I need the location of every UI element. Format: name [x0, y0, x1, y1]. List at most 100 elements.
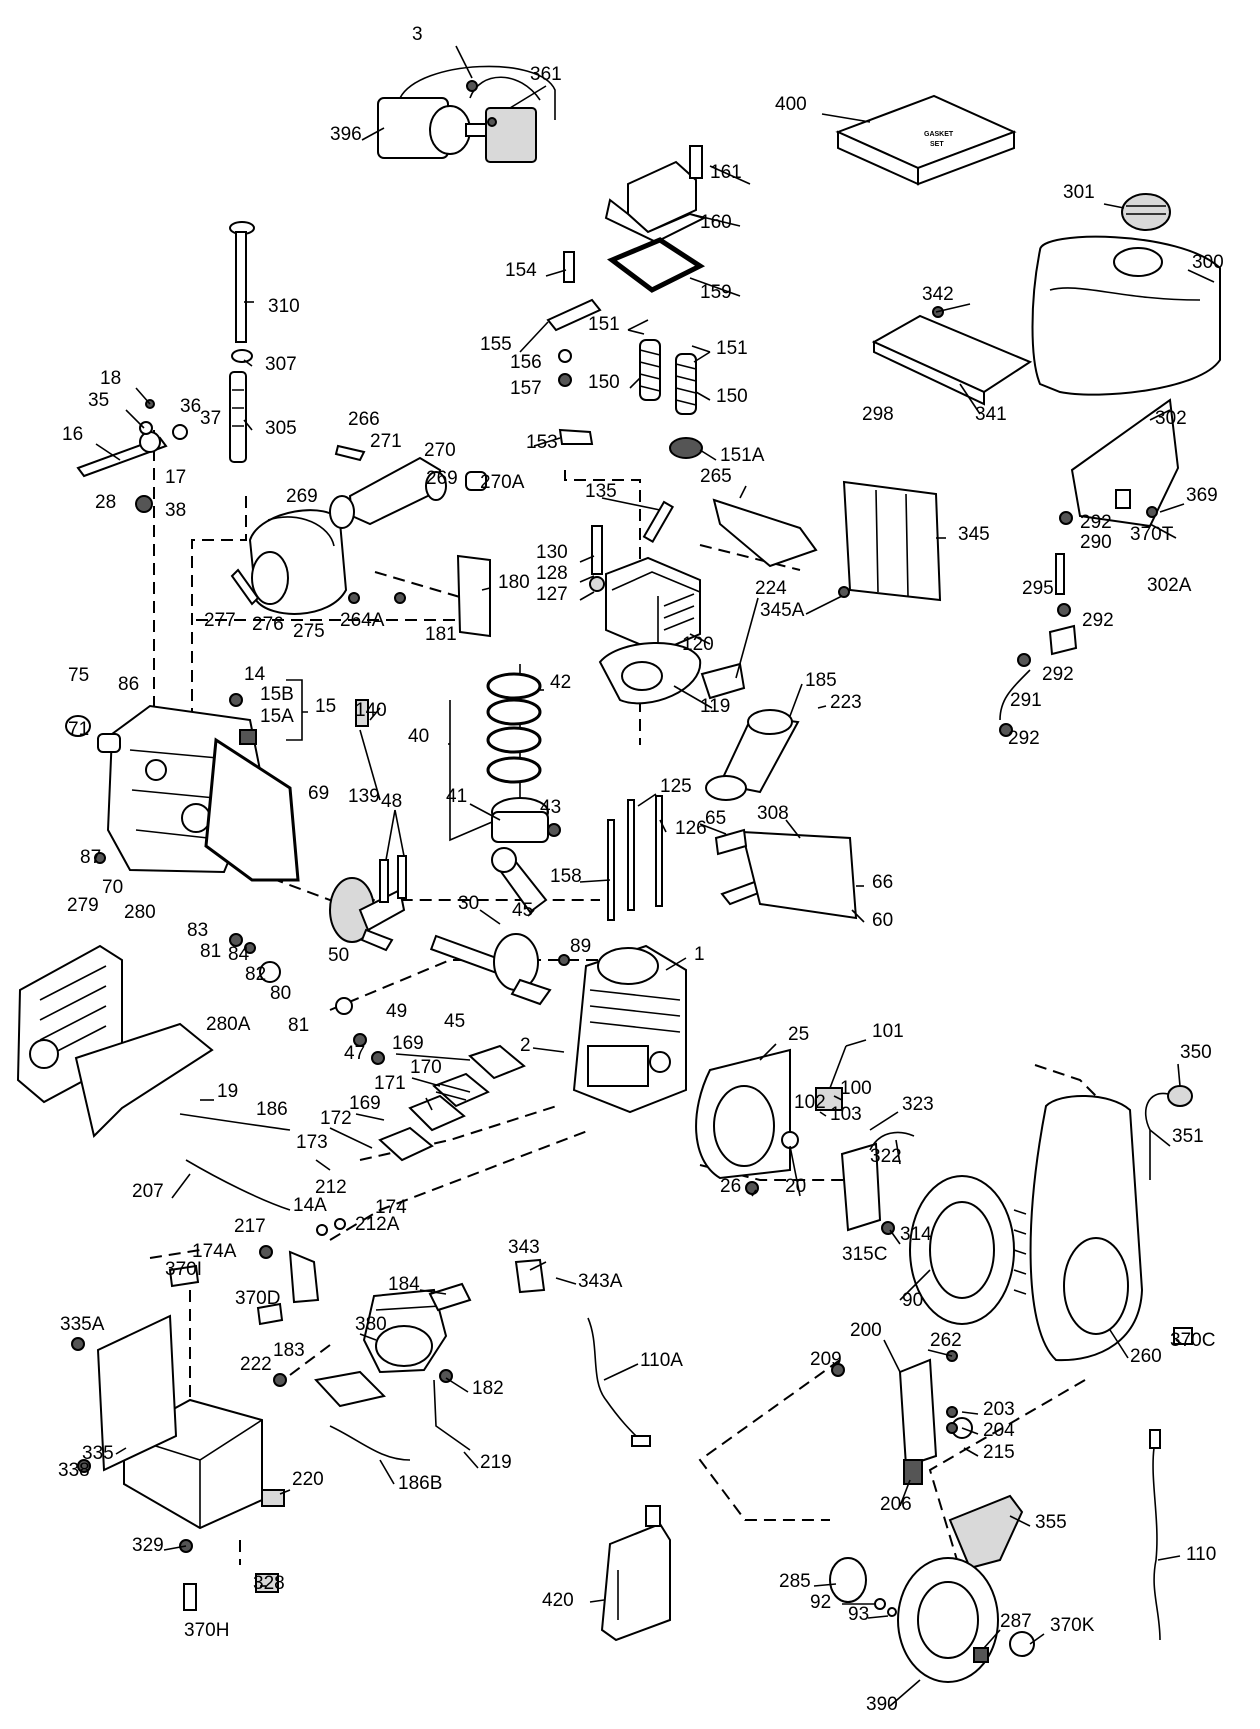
callout-71: 71	[68, 719, 89, 740]
ignition-wire-drawing	[1144, 1085, 1193, 1180]
callout-89: 89	[570, 936, 591, 957]
electric-starter-drawing	[377, 65, 556, 163]
connecting-rod-drawing	[491, 847, 548, 914]
head-gasket-drawing	[598, 642, 702, 705]
callout-204: 204	[983, 1420, 1015, 1441]
callout-186: 186	[256, 1099, 288, 1120]
callout-30: 30	[458, 893, 479, 914]
control-bracket-drawing	[898, 1358, 973, 1485]
callout-125: 125	[660, 776, 692, 797]
callout-390: 390	[866, 1694, 898, 1715]
callout-215: 215	[983, 1442, 1015, 1463]
callout-285: 285	[779, 1571, 811, 1592]
callout-209: 209	[810, 1349, 842, 1370]
callout-156: 156	[510, 352, 542, 373]
blower-baffle-drawing	[16, 944, 214, 1138]
callout-262: 262	[930, 1330, 962, 1351]
piston-drawing	[449, 664, 549, 843]
leader-lines	[95, 45, 1215, 1707]
callout-155: 155	[480, 334, 512, 355]
callout-350: 350	[1180, 1042, 1212, 1063]
callout-266: 266	[348, 409, 380, 430]
callout-338: 338	[58, 1460, 90, 1481]
reed-valve-drawing	[378, 1044, 526, 1162]
callout-81: 81	[288, 1015, 309, 1036]
fuel-tank-drawing	[1031, 193, 1221, 396]
callout-277: 277	[204, 610, 236, 631]
callout-270: 270	[424, 440, 456, 461]
callout-157: 157	[510, 378, 542, 399]
callout-40: 40	[408, 726, 429, 747]
kill-wire-drawing	[1149, 1429, 1161, 1641]
gasket-box-text-1: GASKET	[924, 131, 954, 138]
callout-151: 151	[716, 338, 748, 359]
governor-lever-drawing	[76, 399, 188, 513]
callout-265: 265	[700, 466, 732, 487]
callout-14a: 14A	[293, 1195, 327, 1216]
intake-tube-drawing	[700, 662, 800, 801]
callout-174a: 174A	[192, 1241, 237, 1262]
callout-87: 87	[80, 847, 101, 868]
callout-103: 103	[830, 1104, 862, 1125]
callout-184: 184	[388, 1274, 420, 1295]
callout-315c: 315C	[842, 1244, 887, 1265]
ground-wire-drawing	[514, 1258, 651, 1447]
callout-3: 3	[412, 24, 423, 45]
callout-66: 66	[872, 872, 893, 893]
callout-280a: 280A	[206, 1014, 251, 1035]
callout-186b: 186B	[398, 1473, 442, 1494]
callout-292: 292	[1008, 728, 1040, 749]
callout-219: 219	[480, 1452, 512, 1473]
callout-342: 342	[922, 284, 954, 305]
callout-370t: 370T	[1130, 524, 1174, 545]
exhaust-elbow-drawing	[329, 444, 487, 529]
callout-314: 314	[900, 1224, 932, 1245]
callout-49: 49	[386, 1001, 407, 1022]
callout-69: 69	[308, 783, 329, 804]
callout-45: 45	[444, 1011, 465, 1032]
callout-151: 151	[588, 314, 620, 335]
callout-119: 119	[700, 696, 730, 717]
callout-287: 287	[1000, 1611, 1032, 1632]
callout-41: 41	[446, 786, 467, 807]
callout-16: 16	[62, 424, 83, 445]
callout-420: 420	[542, 1590, 574, 1611]
callout-160: 160	[700, 212, 732, 233]
callout-2: 2	[520, 1035, 531, 1056]
valve-cover-drawing	[604, 145, 707, 293]
callout-396: 396	[330, 124, 362, 145]
muffler-drawing	[230, 509, 348, 615]
callout-70: 70	[102, 877, 123, 898]
callout-102: 102	[794, 1092, 826, 1113]
callout-335a: 335A	[60, 1314, 105, 1335]
callout-28: 28	[95, 492, 116, 513]
callout-302a: 302A	[1147, 575, 1192, 596]
breather-plate-drawing	[456, 554, 491, 638]
callout-290: 290	[1080, 532, 1112, 553]
gasket-set-box-drawing: GASKET SET	[835, 94, 1017, 186]
callout-310: 310	[268, 296, 300, 317]
callout-185: 185	[805, 670, 837, 691]
callout-200: 200	[850, 1320, 882, 1341]
callout-173: 173	[296, 1132, 328, 1153]
callout-15b: 15B	[260, 684, 294, 705]
callout-308: 308	[757, 803, 789, 824]
tank-bracket-drawing	[871, 314, 1033, 406]
callout-15: 15	[315, 696, 336, 717]
callout-182: 182	[472, 1378, 504, 1399]
callout-271: 271	[370, 431, 402, 452]
callout-135: 135	[585, 481, 617, 502]
callout-17: 17	[165, 467, 186, 488]
callout-47: 47	[344, 1043, 365, 1064]
callout-42: 42	[550, 672, 571, 693]
camshaft-drawing	[329, 855, 407, 952]
callout-270a: 270A	[480, 472, 525, 493]
callout-343a: 343A	[578, 1271, 623, 1292]
callout-295: 295	[1022, 578, 1054, 599]
callout-15a: 15A	[260, 706, 294, 727]
callout-345a: 345A	[760, 600, 805, 621]
callout-65: 65	[705, 808, 726, 829]
callout-37: 37	[200, 408, 221, 429]
callout-275: 275	[293, 621, 325, 642]
callout-370i: 370I	[165, 1259, 202, 1280]
